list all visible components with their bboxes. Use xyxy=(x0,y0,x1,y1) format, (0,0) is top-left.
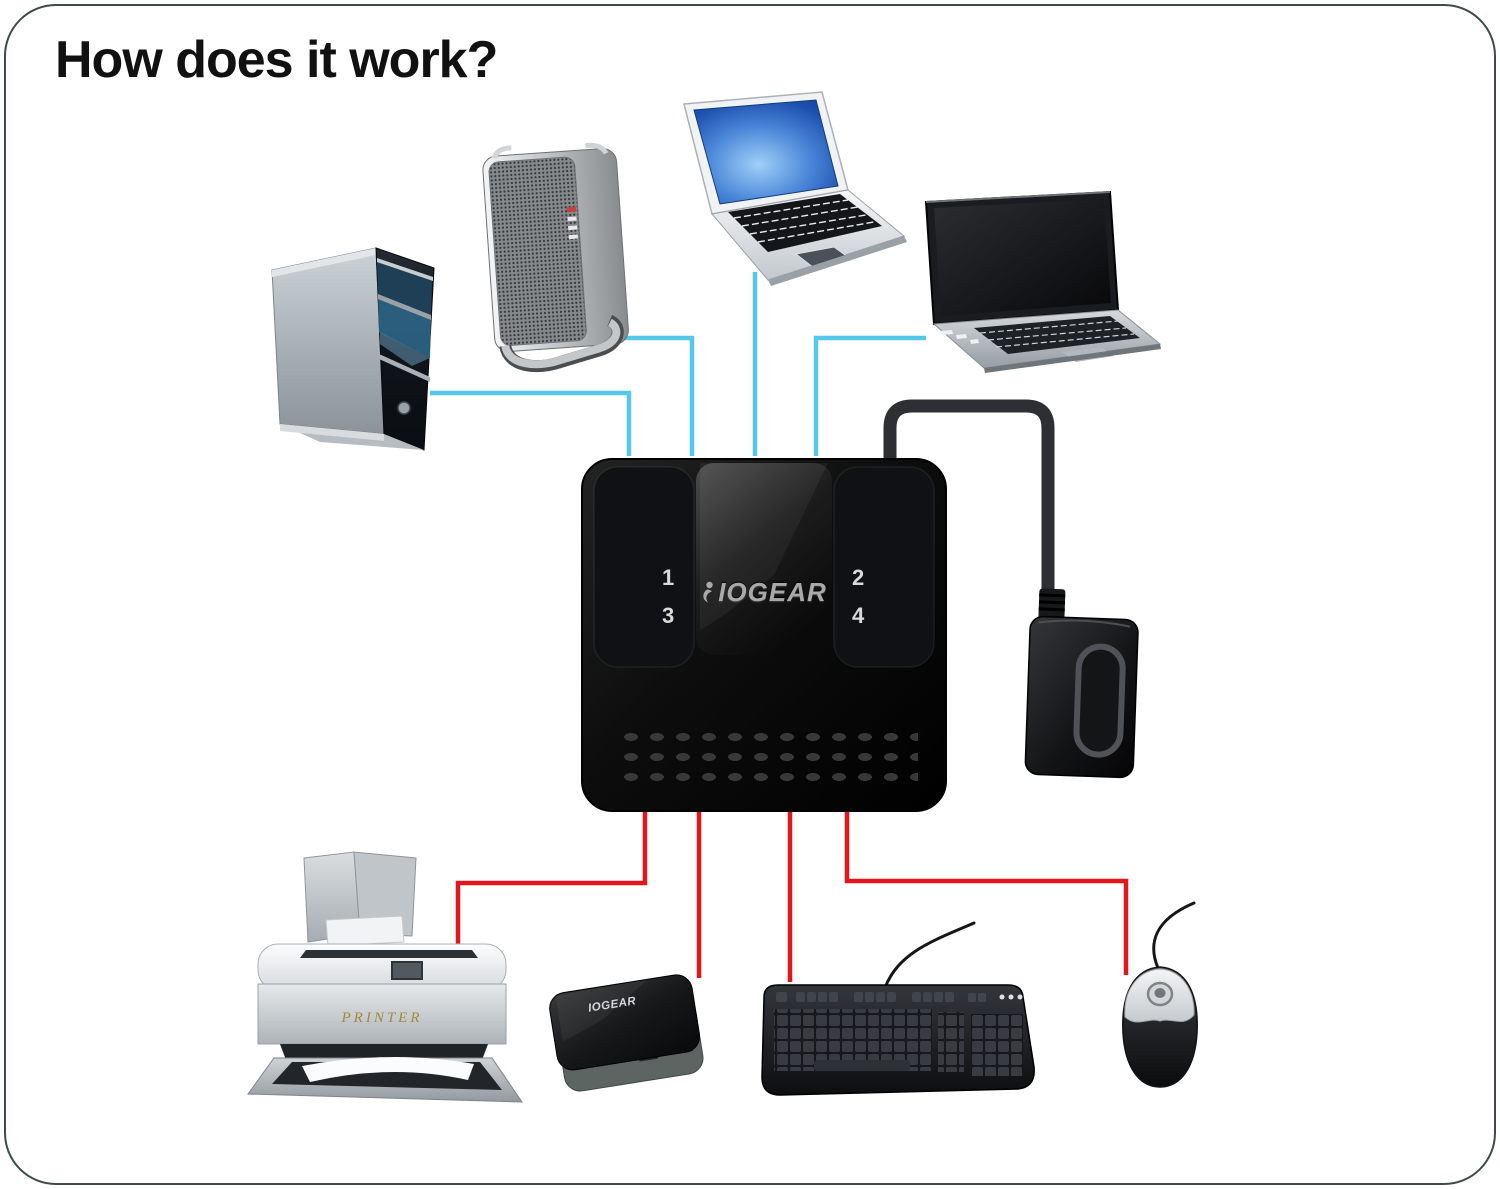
usb-cable-switch-to-hdd xyxy=(883,399,1055,607)
external-hard-drive-icon xyxy=(1022,588,1144,783)
cable-switch-to-printer xyxy=(455,812,648,950)
cable-macpro-to-switch xyxy=(616,335,695,456)
switch-braille-dots xyxy=(618,727,918,785)
black-laptop-icon xyxy=(912,190,1162,385)
usb-switch-icon: 1 2 3 4 IOGEAR xyxy=(578,455,950,815)
cable-switch-to-mouse xyxy=(844,812,1129,975)
white-laptop-icon xyxy=(668,88,908,313)
switch-brand-text: IOGEAR xyxy=(718,577,827,607)
port-label-4: 4 xyxy=(852,603,865,628)
iogear-person-icon xyxy=(703,581,713,603)
mac-pro-tower-icon xyxy=(475,138,640,373)
cable-black-laptop-to-switch xyxy=(813,335,926,456)
port-label-2: 2 xyxy=(852,565,865,590)
cable-tower-to-switch xyxy=(430,390,632,456)
port-label-3: 3 xyxy=(662,603,675,628)
keyboard-icon xyxy=(750,975,1040,1107)
mouse-icon xyxy=(1113,955,1208,1097)
port-label-1: 1 xyxy=(662,565,675,590)
keyboard-cord xyxy=(883,921,976,990)
switch-brand-logo: IOGEAR xyxy=(682,577,846,608)
card-reader-icon: IOGEAR xyxy=(536,965,721,1097)
printer-icon: PRINTER xyxy=(240,850,525,1118)
desktop-tower-icon xyxy=(262,236,452,466)
mouse-cord xyxy=(1152,901,1196,970)
printer-label: PRINTER xyxy=(341,1010,423,1026)
page-title: How does it work? xyxy=(55,31,498,89)
